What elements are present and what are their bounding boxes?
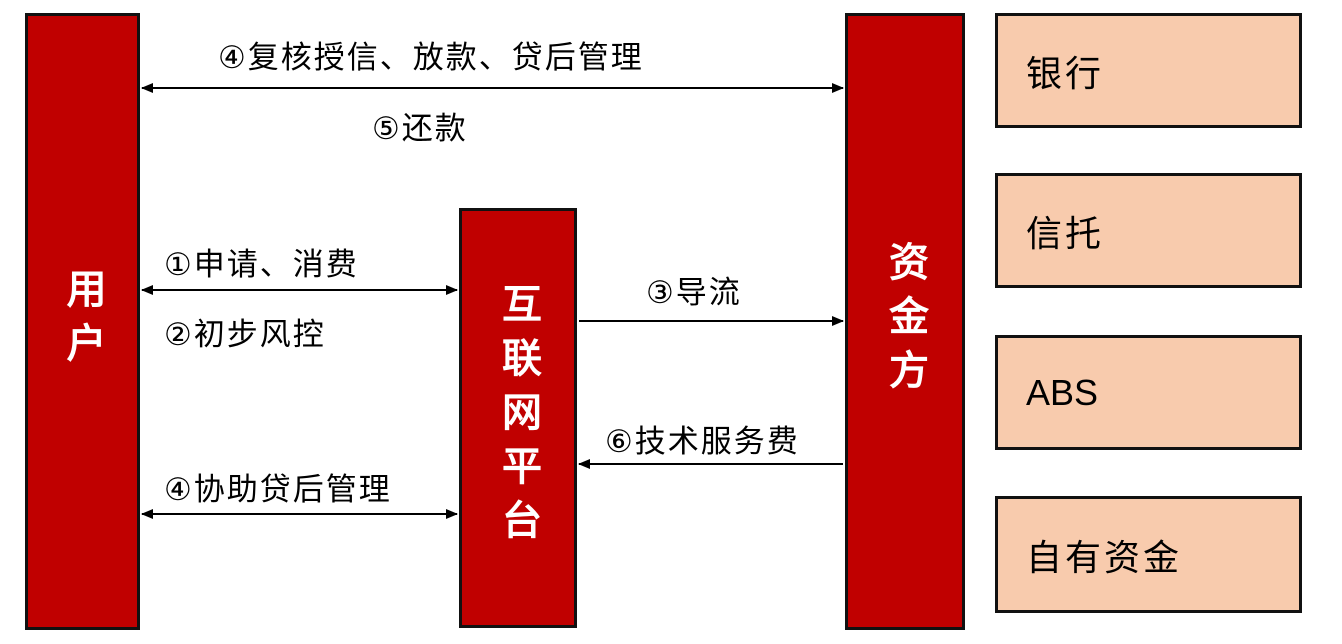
flow-label-post-loan: ④协助贷后管理	[164, 472, 392, 508]
flow-label-tech-fee: ⑥技术服务费	[605, 424, 800, 460]
actor-funder: 资金方	[845, 13, 965, 630]
flow-label-review-credit: ④复核授信、放款、贷后管理	[218, 40, 644, 76]
flow-label-traffic: ③导流	[646, 275, 742, 311]
fund-source-label: 自有资金	[1026, 537, 1183, 579]
fund-source-label: 信托	[1026, 213, 1105, 255]
actor-user: 用户	[25, 13, 140, 630]
fund-source-label: ABS	[1026, 371, 1099, 413]
fund-source-own-capital: 自有资金	[995, 496, 1302, 613]
actor-user-label: 用户	[59, 267, 106, 376]
actor-funder-label: 资金方	[882, 240, 928, 403]
fund-source-bank: 银行	[995, 13, 1302, 128]
fund-source-abs: ABS	[995, 335, 1302, 450]
fund-source-label: 银行	[1026, 53, 1105, 95]
fund-source-trust: 信托	[995, 173, 1302, 288]
actor-platform-label: 互联网平台	[495, 283, 541, 553]
actor-platform: 互联网平台	[459, 208, 577, 628]
flow-label-apply: ①申请、消费	[164, 247, 359, 283]
flow-label-risk-control: ②初步风控	[164, 317, 326, 353]
flow-label-repayment: ⑤还款	[372, 111, 468, 147]
